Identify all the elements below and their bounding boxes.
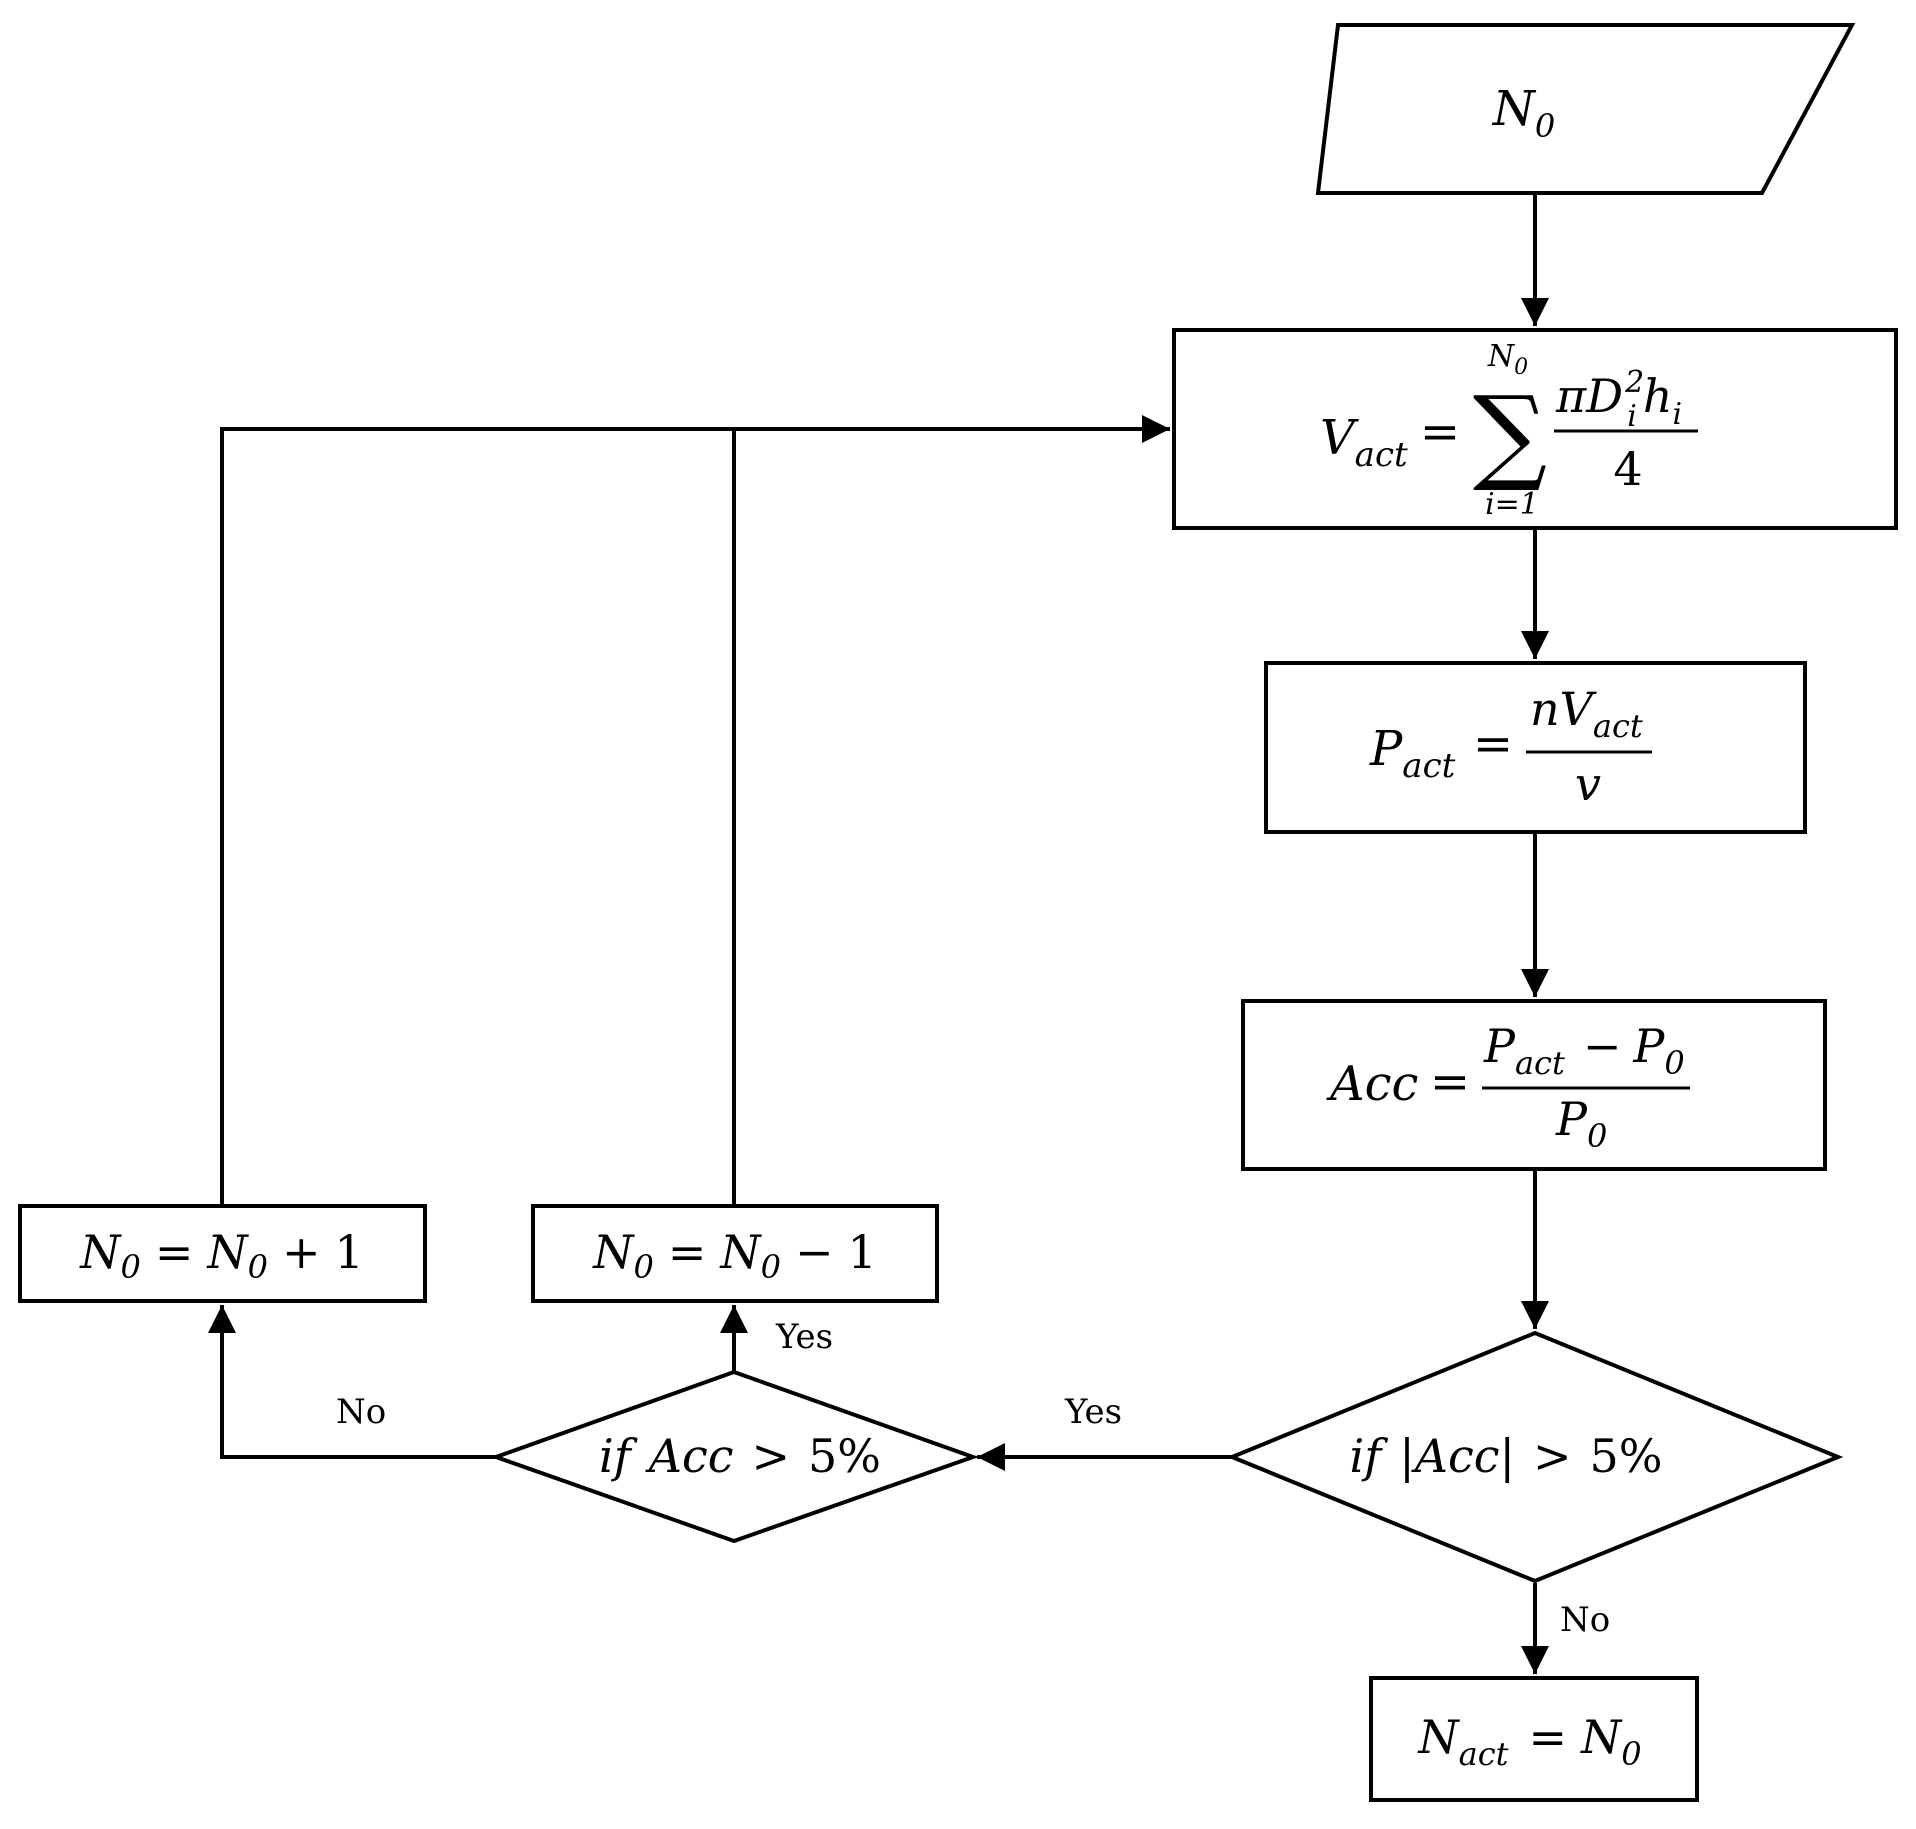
arrow-sign-no-to-increment [208,1305,496,1459]
svg-text:if|Acc|>5%: if|Acc|>5% [1349,1429,1662,1483]
output-box [1369,1676,1699,1802]
svg-text:nVact: nVact [1530,682,1643,745]
edge-label-abs-no: No [1560,1600,1610,1640]
pressure-formula: Pact = nVact v [1369,682,1652,811]
svg-text:N0: N0 [1492,81,1555,145]
edge-label-sign-yes: Yes [775,1317,833,1357]
svg-text:N0=N0+1: N0=N0+1 [79,1225,364,1286]
svg-text:4: 4 [1613,442,1642,496]
pressure-process-box [1264,661,1807,834]
decrement-box [531,1204,939,1303]
svg-text:=: = [1430,1054,1470,1110]
decision-abs-diamond [1226,1330,1844,1584]
svg-text:v: v [1575,757,1601,811]
svg-text:=: = [1420,404,1460,460]
svg-text:i=1: i=1 [1485,487,1539,522]
svg-text:Acc: Acc [1326,1056,1418,1112]
accuracy-formula: Acc = Pact−P0 P0 [1326,1019,1690,1155]
svg-text:N0: N0 [1487,339,1528,380]
svg-text:Nact=N0: Nact=N0 [1417,1710,1641,1773]
svg-text:Vact: Vact [1320,410,1408,475]
edge-label-sign-no: No [336,1392,386,1432]
decision-sign-diamond [490,1369,979,1544]
loop-increment-to-volume [220,415,1170,1206]
svg-text:N0=N0−1: N0=N0−1 [592,1225,877,1286]
output-label: Nact=N0 [1417,1710,1641,1773]
svg-text:Pact: Pact [1369,721,1456,786]
input-label: N0 [1492,81,1555,145]
increment-label: N0=N0+1 [79,1225,364,1286]
svg-text:∑: ∑ [1473,373,1547,495]
svg-text:Pact−P0: Pact−P0 [1483,1019,1685,1082]
accuracy-process-box [1241,999,1827,1171]
decision-abs-label: if|Acc|>5% [1349,1429,1662,1483]
increment-box [18,1204,427,1303]
svg-text:=: = [1473,716,1513,772]
edge-label-abs-yes: Yes [1064,1392,1122,1432]
svg-text:P0: P0 [1555,1092,1607,1155]
input-parallelogram [1315,23,1856,195]
decrement-label: N0=N0−1 [592,1225,877,1286]
volume-process-box [1172,328,1898,530]
